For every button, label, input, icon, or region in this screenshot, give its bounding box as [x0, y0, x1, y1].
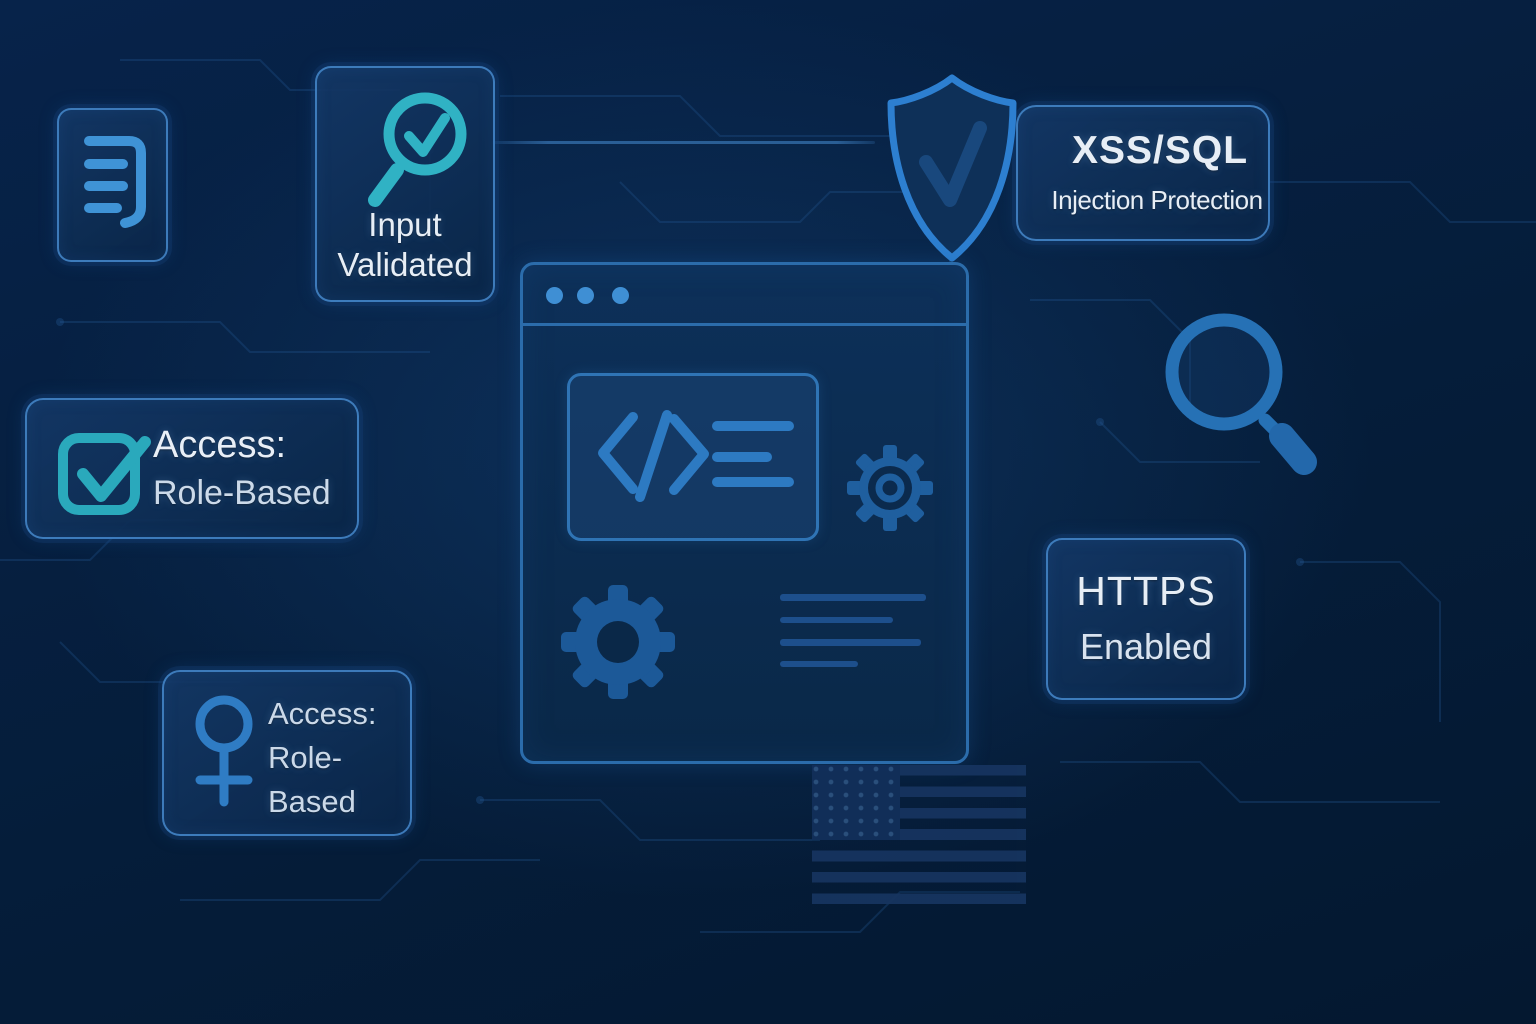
- gear-icon: [847, 445, 933, 531]
- magnifier-check-icon: [368, 92, 467, 207]
- input-validated-badge: Input Validated: [315, 66, 495, 302]
- person-icon: [195, 695, 253, 807]
- document-lines-icon: [84, 136, 146, 228]
- browser-titlebar: [523, 265, 966, 326]
- shield-check-icon: [887, 74, 1017, 262]
- input-validated-label-line1: Input: [368, 206, 442, 243]
- window-dot-icon: [612, 287, 629, 304]
- code-panel: [567, 373, 819, 541]
- access-person-label-line1: Access:: [268, 696, 377, 731]
- access-role-based-person-badge: Access: Role- Based: [162, 670, 412, 836]
- access-left-label-line2: Role-Based: [153, 474, 331, 512]
- checkbox-check-icon: [58, 433, 151, 515]
- access-left-label-line1: Access:: [153, 424, 287, 466]
- magnifier-icon: [1165, 313, 1317, 475]
- document-card: [57, 108, 168, 262]
- text-line: [780, 594, 926, 601]
- https-label-line1: HTTPS: [1076, 568, 1216, 614]
- text-line: [780, 617, 893, 623]
- access-role-based-badge: Access: Role-Based: [25, 398, 359, 539]
- xss-sql-title: XSS/SQL: [1071, 129, 1249, 172]
- code-tag-icon: [598, 410, 794, 502]
- access-person-label-line2: Role-: [268, 740, 343, 775]
- window-dot-icon: [577, 287, 594, 304]
- gear-icon: [561, 585, 675, 699]
- connector-line: [491, 141, 875, 144]
- xss-sql-protection-badge: XSS/SQL Injection Protection: [1016, 105, 1270, 241]
- https-label-line2: Enabled: [1079, 626, 1213, 667]
- flag-canton: [812, 765, 900, 840]
- text-line: [780, 661, 858, 667]
- us-flag-icon: [812, 765, 1026, 904]
- https-enabled-badge: HTTPS Enabled: [1046, 538, 1246, 700]
- xss-sql-subtitle: Injection Protection: [1051, 185, 1263, 215]
- text-line: [780, 639, 921, 646]
- browser-window: [520, 262, 969, 764]
- window-dot-icon: [546, 287, 563, 304]
- input-validated-label-line2: Validated: [337, 246, 473, 283]
- access-person-label-line3: Based: [268, 784, 356, 819]
